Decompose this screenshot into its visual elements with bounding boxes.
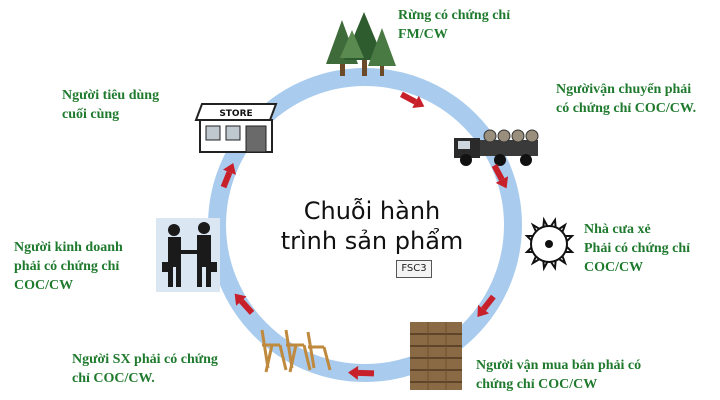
flow-arrow — [399, 91, 425, 109]
flow-arrow — [348, 365, 375, 380]
flow-arrows — [220, 91, 509, 380]
flow-arrow — [477, 294, 496, 318]
lumber-stack-icon — [410, 322, 462, 390]
saw-blade-icon — [524, 216, 575, 272]
label-forest: Rừng có chứng chỉ FM/CW — [398, 8, 511, 42]
label-manufacturer: Người SX phải có chứng chỉ COC/CW. — [72, 352, 218, 386]
label-business: Người kinh doanh phải có chứng chỉ COC/C… — [14, 240, 123, 293]
label-consumer: Người tiêu dùng cuối cùng — [62, 88, 160, 122]
label-transport: Ngườivận chuyển phải có chứng chỉ COC/CW… — [556, 82, 697, 116]
store-icon: STORE — [194, 103, 278, 153]
svg-text:STORE: STORE — [219, 109, 252, 119]
truck-icon — [454, 129, 539, 166]
flow-arrow — [234, 293, 255, 315]
flow-arrow — [491, 163, 509, 189]
label-trader: Người vận mua bán phải có chứng chỉ COC/… — [476, 358, 642, 392]
forest-icon — [326, 12, 396, 76]
fsc-badge: FSC3 — [396, 260, 432, 278]
handshake-icon — [156, 218, 220, 292]
flow-arrow — [220, 163, 236, 189]
label-sawmill: Nhà cưa xẻ Phải có chứng chỉ COC/CW — [584, 222, 691, 275]
chairs-icon — [260, 329, 332, 373]
diagram-title: Chuỗi hành trình sản phẩm — [280, 197, 464, 255]
